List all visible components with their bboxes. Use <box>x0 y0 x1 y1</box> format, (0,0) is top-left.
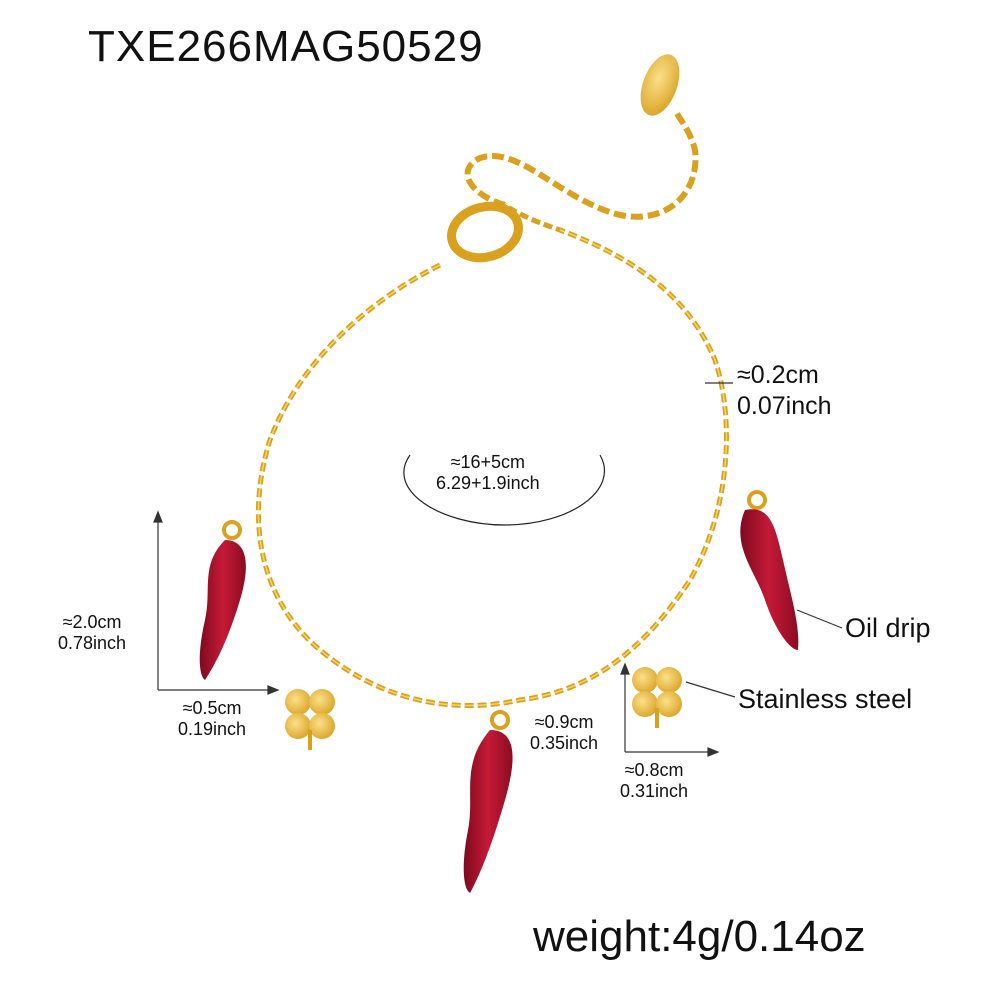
product-code: TXE266MAG50529 <box>88 22 484 71</box>
clover-width-label: ≈0.8cm 0.31inch <box>620 760 689 801</box>
extension-chain <box>464 108 699 220</box>
pepper-height-label: ≈2.0cm 0.78inch <box>58 612 127 653</box>
length-arc <box>403 454 606 526</box>
clover-charm-left <box>285 689 335 750</box>
weight-label: weight:4g/0.14oz <box>533 912 866 961</box>
material-label: Stainless steel <box>738 684 913 714</box>
lobster-clasp <box>447 201 523 263</box>
length-label: ≈16+5cm 6.29+1.9inch <box>436 452 540 493</box>
pepper-charm-right <box>740 490 799 650</box>
clover-height-label: ≈0.9cm 0.35inch <box>530 712 599 753</box>
pepper-charm-left <box>199 520 246 680</box>
pepper-charm-center <box>463 710 513 893</box>
oil-drip-label: Oil drip <box>845 613 931 643</box>
clover-charm-right <box>632 667 682 728</box>
chain-inner <box>257 229 728 707</box>
measurement-lines <box>153 382 843 757</box>
link-size-label: ≈0.2cm 0.07inch <box>737 361 832 420</box>
pepper-width-label: ≈0.5cm 0.19inch <box>178 698 247 739</box>
tag <box>640 54 680 116</box>
